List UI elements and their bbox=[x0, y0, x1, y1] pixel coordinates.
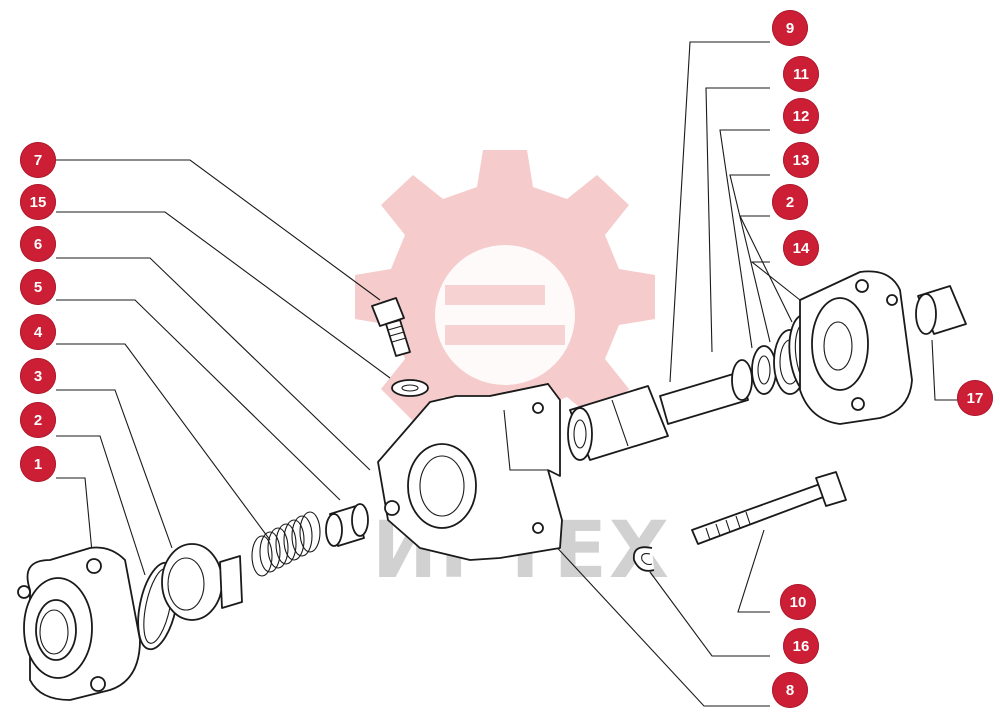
callout-4: 4 bbox=[20, 314, 56, 350]
callout-8: 8 bbox=[772, 672, 808, 708]
callout-6: 6 bbox=[20, 226, 56, 262]
part-3-seat bbox=[161, 543, 243, 621]
callout-14: 14 bbox=[783, 230, 819, 266]
callout-15: 15 bbox=[20, 184, 56, 220]
part-9-plunger bbox=[567, 371, 749, 461]
part-15-washer bbox=[391, 379, 429, 397]
callout-12: 12 bbox=[783, 98, 819, 134]
part-4-spring bbox=[251, 511, 321, 577]
callout-5: 5 bbox=[20, 269, 56, 305]
callout-10: 10 bbox=[780, 584, 816, 620]
part-12-ring bbox=[751, 345, 777, 395]
leader-lines-left bbox=[56, 159, 391, 576]
callout-13: 13 bbox=[783, 142, 819, 178]
callout-17: 17 bbox=[957, 380, 993, 416]
callout-2-right: 2 bbox=[772, 184, 808, 220]
part-10-long-bolt bbox=[691, 471, 847, 545]
part-1-left-flange bbox=[17, 546, 141, 701]
part-14-right-flange bbox=[799, 270, 913, 425]
callout-7: 7 bbox=[20, 142, 56, 178]
watermark-gear bbox=[355, 150, 655, 445]
part-5-piston bbox=[325, 503, 369, 547]
part-7-bolt bbox=[371, 297, 411, 357]
callout-3: 3 bbox=[20, 358, 56, 394]
callout-16: 16 bbox=[783, 628, 819, 664]
watermark-gear-bars bbox=[445, 285, 565, 345]
callout-9: 9 bbox=[772, 10, 808, 46]
callout-11: 11 bbox=[783, 56, 819, 92]
part-16-circlip bbox=[632, 546, 655, 572]
callout-2-left: 2 bbox=[20, 402, 56, 438]
part-17-filter bbox=[915, 285, 967, 335]
part-8-valve-body bbox=[377, 383, 563, 561]
watermark-gear-hole bbox=[435, 245, 575, 385]
part-11-ring bbox=[731, 359, 753, 401]
callout-1: 1 bbox=[20, 446, 56, 482]
